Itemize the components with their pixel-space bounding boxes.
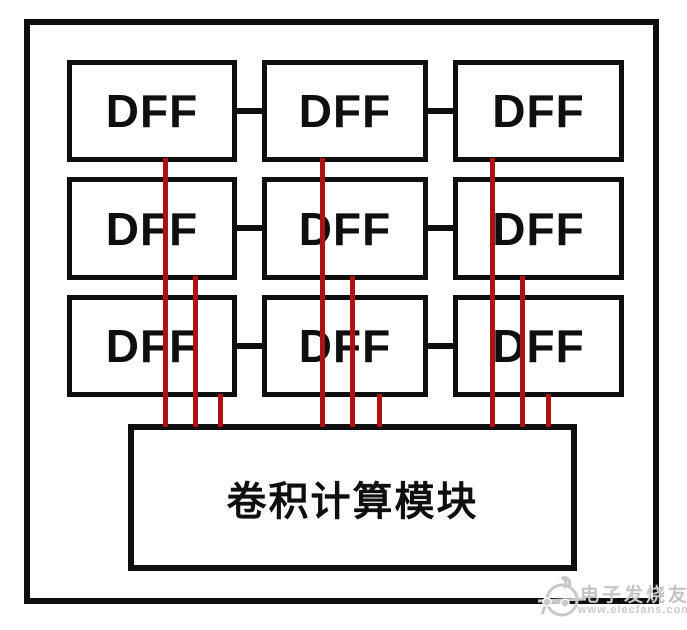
dff-box-r2c1: DFF xyxy=(67,177,237,280)
signal-line-c3-row1 xyxy=(490,158,495,427)
dff-label: DFF xyxy=(492,85,585,137)
dff-label: DFF xyxy=(492,320,585,372)
dff-box-r2c3: DFF xyxy=(453,177,624,280)
signal-line-c1-row3 xyxy=(218,394,223,427)
dff-box-r3c3: DFF xyxy=(453,295,624,397)
conv-module-label: 卷积计算模块 xyxy=(226,479,479,524)
dff-label: DFF xyxy=(492,202,585,255)
watermark-url: www.elecfans.com xyxy=(578,604,687,616)
dff-box-r1c3: DFF xyxy=(453,60,624,162)
connector-r1-c2c3 xyxy=(425,108,456,114)
dff-box-r1c1: DFF xyxy=(67,60,237,162)
connector-r2-c1c2 xyxy=(234,225,265,231)
watermark-brand: 电子发烧友 xyxy=(580,585,687,606)
signal-line-c3-row2 xyxy=(520,276,525,427)
dff-label: DFF xyxy=(105,85,199,137)
elecfans-logo-icon xyxy=(537,576,587,617)
dff-box-r3c1: DFF xyxy=(67,295,237,397)
dff-label: DFF xyxy=(105,320,199,372)
outer-border xyxy=(24,19,659,604)
signal-line-c2-row2 xyxy=(350,276,355,427)
signal-line-c1-row1 xyxy=(163,158,168,427)
signal-line-c1-row2 xyxy=(193,276,198,427)
signal-line-c2-row3 xyxy=(377,394,382,427)
dff-box-r1c2: DFF xyxy=(262,60,428,162)
conv-module-box: 卷积计算模块 xyxy=(128,424,577,571)
dff-label: DFF xyxy=(298,202,392,255)
connector-r2-c2c3 xyxy=(425,225,456,231)
dff-box-r2c2: DFF xyxy=(262,177,428,280)
signal-line-c3-row3 xyxy=(546,394,551,427)
dff-box-r3c2: DFF xyxy=(262,295,428,397)
watermark: 电子发烧友 www.elecfans.com xyxy=(536,574,687,628)
connector-r3-c1c2 xyxy=(234,343,265,349)
dff-label: DFF xyxy=(298,85,392,137)
dff-label: DFF xyxy=(298,320,392,372)
connector-r3-c2c3 xyxy=(425,343,456,349)
dff-label: DFF xyxy=(105,202,199,255)
connector-r1-c1c2 xyxy=(234,108,265,114)
signal-line-c2-row1 xyxy=(320,158,325,427)
